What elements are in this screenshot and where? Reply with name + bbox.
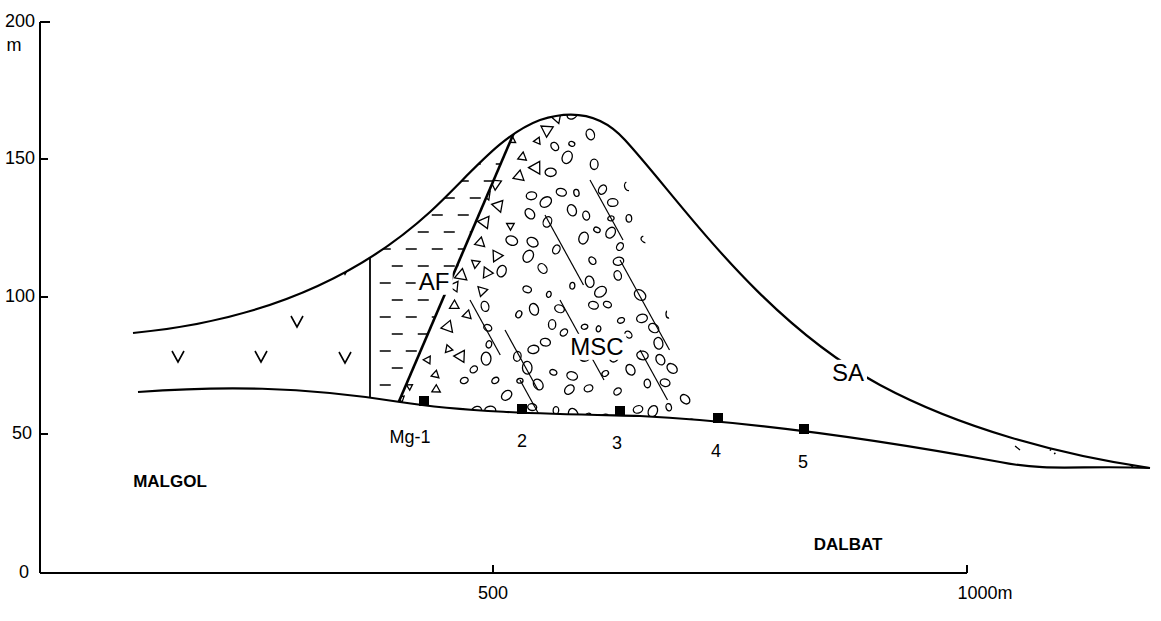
axis-value: 150 (5, 149, 35, 169)
sample-number: 4 (711, 442, 721, 462)
sandstone-unit (600, 110, 1161, 528)
axes (40, 22, 967, 573)
ground-surface (133, 115, 1150, 468)
axis-unit: m (7, 36, 22, 56)
sample-number: Mg-1 (389, 428, 430, 448)
axis-value: 500 (478, 584, 508, 604)
axis-value: 1000m (957, 584, 1012, 604)
unit-label: AF (416, 269, 453, 295)
fault-line (385, 114, 522, 434)
unit-label: MSC (567, 334, 626, 360)
conglomerate-unit (386, 98, 732, 432)
axis-value: 100 (5, 287, 35, 307)
axis-value: 50 (12, 424, 32, 444)
sample-number: 2 (517, 432, 527, 452)
valley-floor (138, 388, 1150, 468)
unit-label: SA (829, 360, 867, 386)
volcanic-unit (172, 263, 351, 363)
axis-value: 0 (19, 563, 29, 583)
sample-number: 3 (612, 434, 622, 454)
sample-number: 5 (798, 453, 808, 473)
contact-line (369, 200, 371, 420)
place-name: DALBAT (814, 536, 883, 555)
place-name: MALGOL (133, 473, 207, 492)
sample-sites (419, 396, 809, 434)
axis-value: 200 (5, 12, 35, 32)
